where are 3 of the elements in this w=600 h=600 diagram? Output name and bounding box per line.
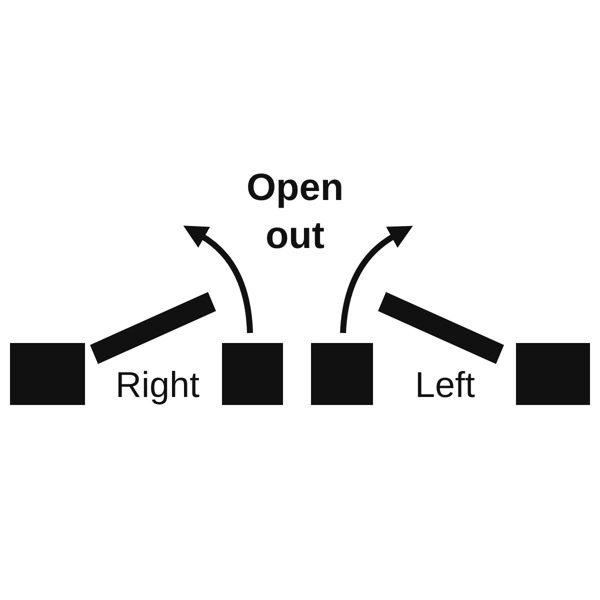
heading-text: Open out: [245, 166, 345, 258]
door-label: Right: [114, 363, 201, 407]
door-label: Left: [414, 363, 476, 407]
